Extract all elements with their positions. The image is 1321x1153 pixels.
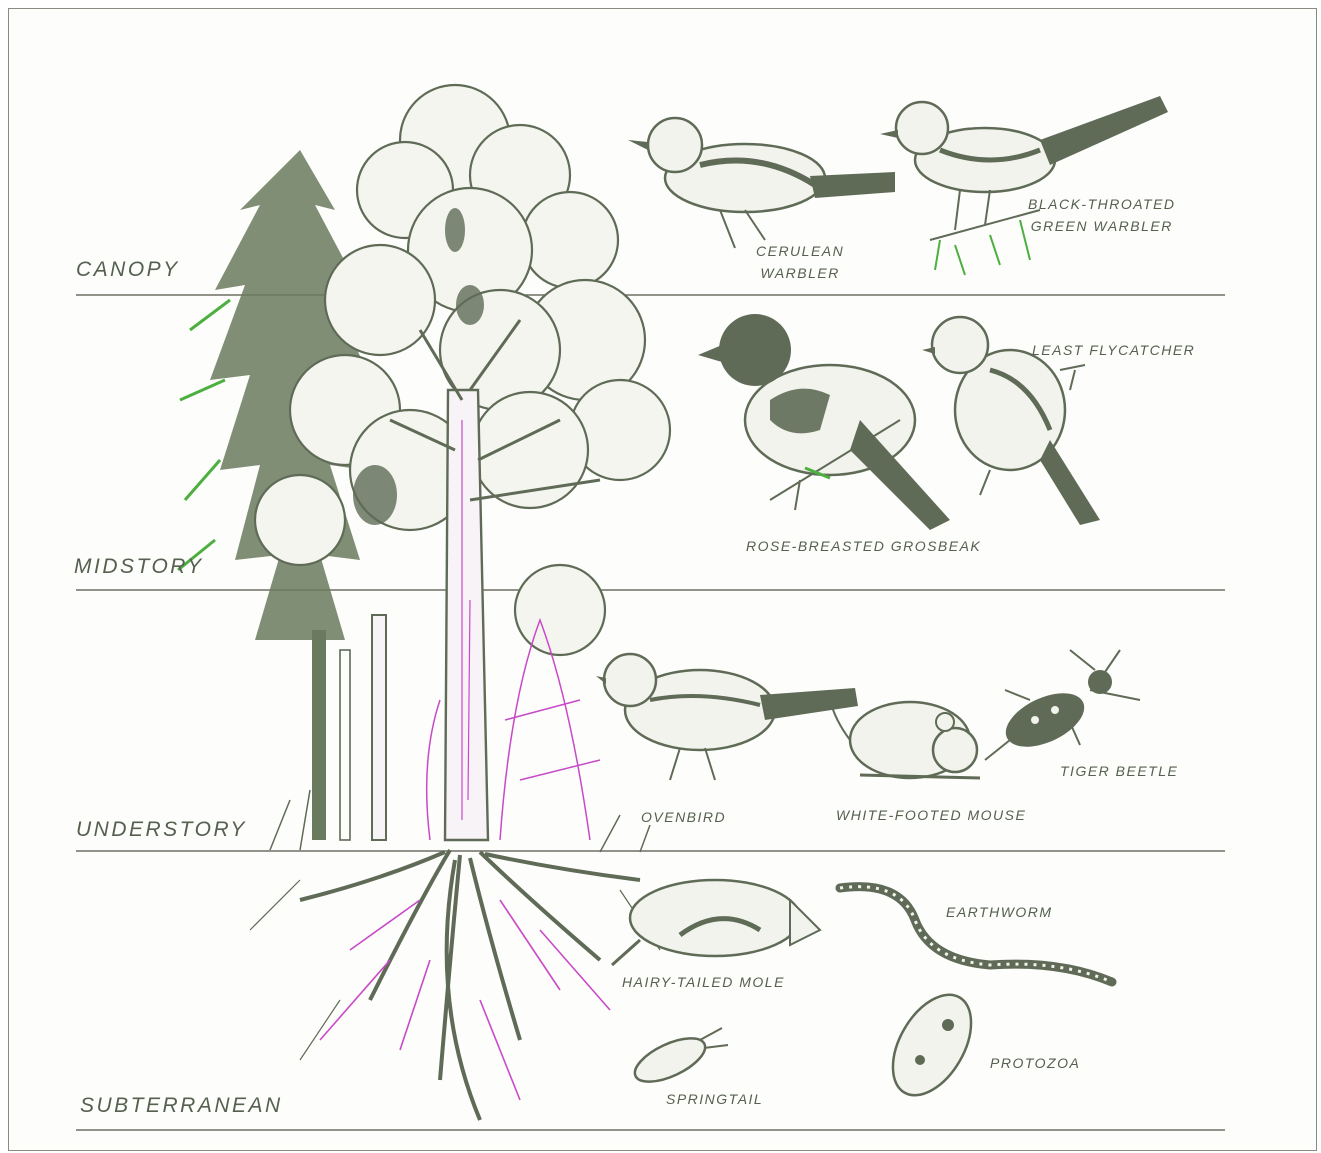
rose-breasted-grosbeak-drawing	[698, 314, 950, 530]
label-btgw-line1: BLACK-THROATED	[1028, 193, 1176, 215]
label-btgw-line2: GREEN WARBLER	[1028, 215, 1176, 237]
cerulean-warbler-drawing	[628, 118, 895, 248]
ovenbird-drawing	[596, 654, 858, 780]
label-cerulean-warbler: CERULEAN WARBLER	[756, 240, 844, 284]
protozoa-drawing	[877, 981, 987, 1108]
label-least-flycatcher: LEAST FLYCATCHER	[1032, 339, 1195, 361]
label-rose-breasted-grosbeak: ROSE-BREASTED GROSBEAK	[746, 535, 981, 557]
label-cerulean-warbler-line1: CERULEAN	[756, 240, 844, 262]
tiger-beetle-drawing	[985, 650, 1140, 760]
label-earthworm: EARTHWORM	[946, 901, 1053, 923]
stratum-label-understory: UNDERSTORY	[76, 818, 247, 842]
label-hairy-tailed-mole: HAIRY-TAILED MOLE	[622, 971, 785, 993]
label-protozoa: PROTOZOA	[990, 1052, 1080, 1074]
black-throated-green-warbler-drawing	[880, 96, 1168, 275]
label-black-throated-green-warbler: BLACK-THROATED GREEN WARBLER	[1028, 193, 1176, 237]
label-tiger-beetle: TIGER BEETLE	[1060, 760, 1178, 782]
stratum-label-subterranean: SUBTERRANEAN	[80, 1094, 283, 1118]
hairy-tailed-mole-drawing	[612, 880, 820, 965]
white-footed-mouse-drawing	[830, 700, 980, 778]
tree-roots-illustration	[250, 850, 660, 1120]
label-springtail: SPRINGTAIL	[666, 1088, 763, 1110]
label-cerulean-warbler-line2: WARBLER	[756, 262, 844, 284]
stratum-label-midstory: MIDSTORY	[74, 555, 204, 579]
springtail-drawing	[629, 1028, 728, 1091]
stratum-label-canopy: CANOPY	[76, 258, 180, 282]
label-ovenbird: OVENBIRD	[641, 806, 726, 828]
label-white-footed-mouse: WHITE-FOOTED MOUSE	[836, 804, 1026, 826]
